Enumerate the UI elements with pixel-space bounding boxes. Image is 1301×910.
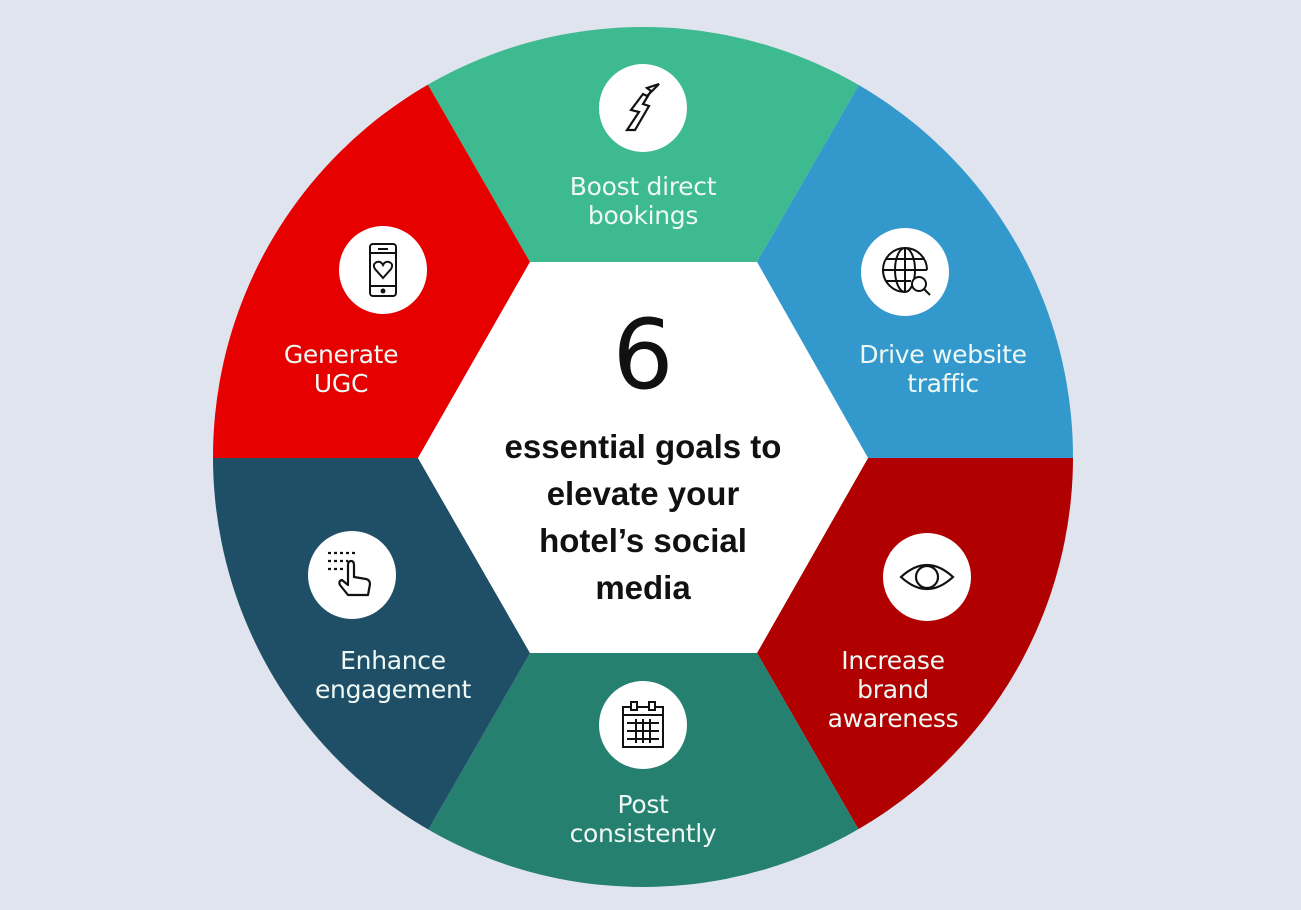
segment-bottom	[287, 653, 1000, 887]
segment-label-top: Boost direct bookings	[569, 172, 717, 230]
segment-label-lower-left: Enhance engagement	[314, 646, 472, 704]
segment-label-upper-left: Generate UGC	[283, 340, 399, 398]
calendar-icon	[599, 681, 687, 769]
eye-icon	[883, 533, 971, 621]
globe-search-icon	[861, 228, 949, 316]
segment-top	[287, 27, 1000, 262]
zigzag-arrow-up-icon	[599, 64, 687, 152]
segment-label-upper-right: Drive website traffic	[859, 340, 1027, 398]
center-title: essential goals to elevate your hotel’s …	[504, 428, 782, 606]
segment-label-bottom: Post consistently	[569, 790, 717, 848]
center-hexagon	[418, 262, 868, 653]
hand-tap-icon	[308, 531, 396, 619]
segment-label-lower-right: Increase brand awareness	[827, 646, 959, 733]
center-number: 6	[612, 299, 674, 411]
phone-heart-icon	[339, 226, 427, 314]
